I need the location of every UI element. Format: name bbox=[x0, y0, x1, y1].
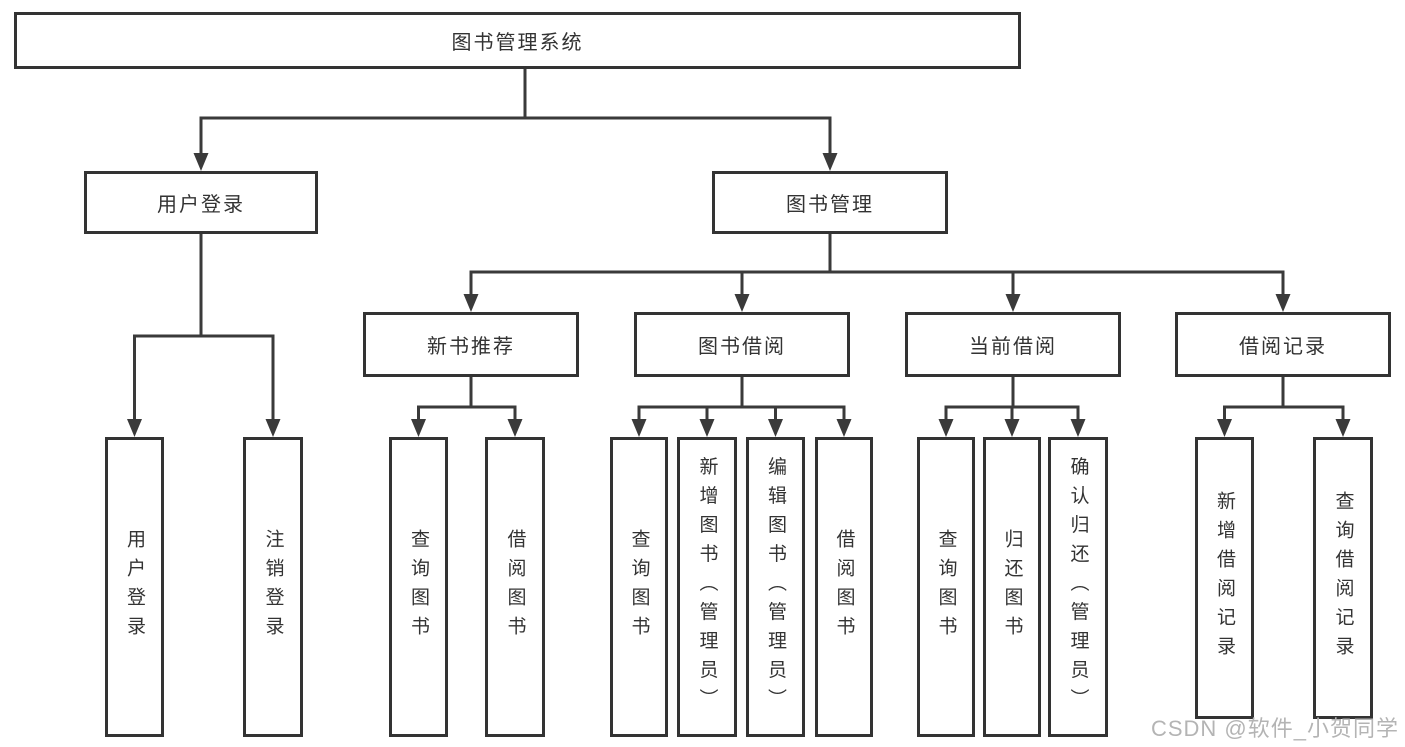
leaf-confirm-return-admin: 确认归还（管理员） bbox=[1048, 437, 1108, 737]
leaf-add-book-admin-label: 新增图书（管理员） bbox=[696, 456, 718, 718]
leaf-query-borrow-record-label: 查询借阅记录 bbox=[1332, 491, 1354, 665]
leaf-confirm-return-admin-label: 确认归还（管理员） bbox=[1067, 456, 1089, 718]
arrowheads bbox=[127, 153, 1351, 437]
leaf-current-query-books-label: 查询图书 bbox=[935, 529, 957, 645]
leaf-add-borrow-record: 新增借阅记录 bbox=[1195, 437, 1254, 719]
node-borrowing-records: 借阅记录 bbox=[1175, 312, 1391, 377]
node-book-management: 图书管理 bbox=[712, 171, 948, 234]
leaf-return-books: 归还图书 bbox=[983, 437, 1041, 737]
leaf-borrow-books: 借阅图书 bbox=[815, 437, 873, 737]
leaf-rec-query-books-label: 查询图书 bbox=[408, 529, 429, 645]
leaf-add-book-admin: 新增图书（管理员） bbox=[677, 437, 737, 737]
node-new-book-recommend: 新书推荐 bbox=[363, 312, 579, 377]
leaf-logout: 注销登录 bbox=[243, 437, 303, 737]
leaf-add-borrow-record-label: 新增借阅记录 bbox=[1214, 491, 1235, 665]
leaf-rec-borrow-books-label: 借阅图书 bbox=[504, 529, 526, 645]
leaf-borrow-query-books-label: 查询图书 bbox=[628, 529, 650, 645]
leaf-query-borrow-record: 查询借阅记录 bbox=[1313, 437, 1373, 719]
leaf-borrow-query-books: 查询图书 bbox=[610, 437, 668, 737]
leaf-current-query-books: 查询图书 bbox=[917, 437, 975, 737]
leaf-borrow-books-label: 借阅图书 bbox=[833, 529, 855, 645]
leaf-edit-book-admin: 编辑图书（管理员） bbox=[746, 437, 805, 737]
node-library-system: 图书管理系统 bbox=[14, 12, 1021, 69]
leaf-rec-query-books: 查询图书 bbox=[389, 437, 448, 737]
leaf-rec-borrow-books: 借阅图书 bbox=[485, 437, 545, 737]
leaf-return-books-label: 归还图书 bbox=[1001, 529, 1023, 645]
node-user-login: 用户登录 bbox=[84, 171, 318, 234]
node-current-borrowing: 当前借阅 bbox=[905, 312, 1121, 377]
leaf-user-login-label: 用户登录 bbox=[124, 529, 145, 645]
node-book-borrowing: 图书借阅 bbox=[634, 312, 850, 377]
leaf-edit-book-admin-label: 编辑图书（管理员） bbox=[765, 456, 786, 718]
watermark-csdn: CSDN @软件_小贺同学 bbox=[1150, 716, 1399, 741]
leaf-logout-label: 注销登录 bbox=[262, 529, 284, 645]
leaf-user-login: 用户登录 bbox=[105, 437, 164, 737]
